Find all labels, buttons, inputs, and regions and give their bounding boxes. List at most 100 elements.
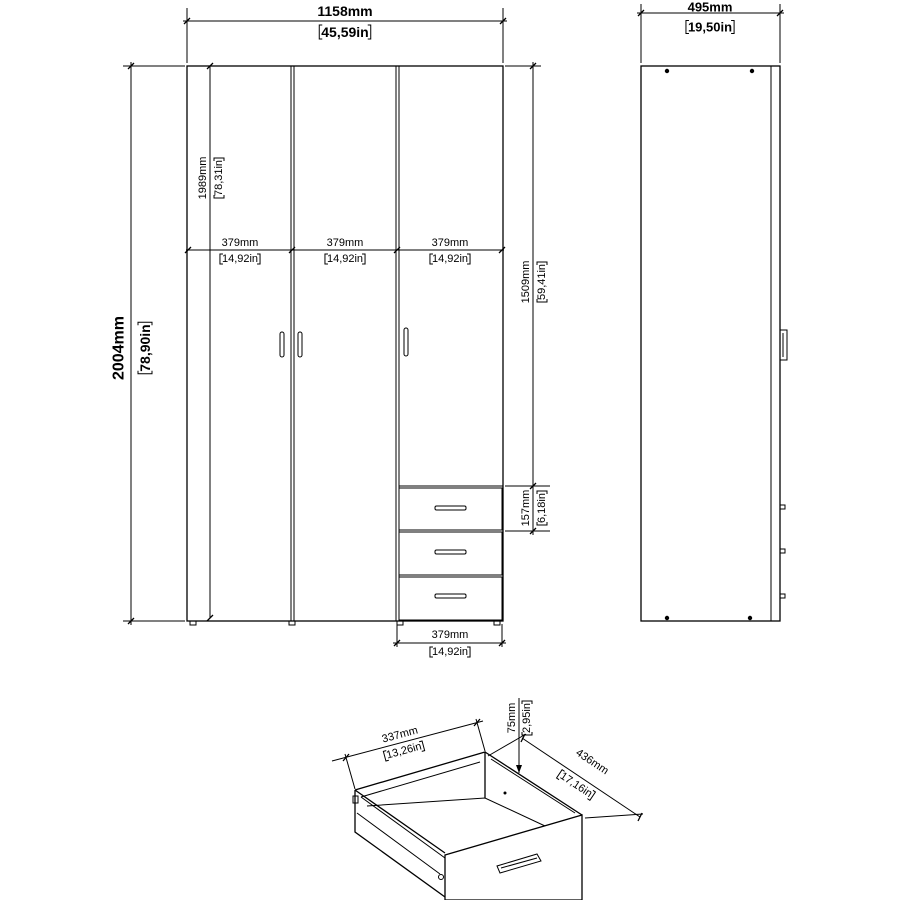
overall-width-mm-label: 1158mm [317,3,372,19]
door-handle [403,327,409,357]
door-handle [297,331,303,358]
drawer-bottom-edge [366,797,561,834]
drawer-depth-mm-label: 436mm [573,747,610,777]
drawer-handle [434,505,467,511]
drawer-back-inner-edge [360,761,481,798]
drawer-back-panel [354,751,486,798]
side-view [640,65,788,622]
overall-height-inch-label: 78,90in [137,324,153,371]
dimension-tick [183,17,507,25]
dimension-tick [206,62,214,622]
door-width-mm-label: 379mm [222,237,259,249]
inch-bracket [137,321,153,375]
drawer-perspective [352,751,583,900]
door-width-inch-label: 14,92in [432,253,468,265]
door-width-inch-label: 14,92in [327,253,363,265]
dimension-arrow [516,765,522,773]
inch-bracket [213,157,225,199]
dimension-tick [127,62,135,625]
dimension-tick [184,246,506,254]
overall-width-inch-label: 45,59in [321,24,368,40]
door-section-height-mm-label: 1509mm [520,261,532,304]
drawer-handle [496,853,542,874]
inch-bracket [685,20,735,34]
dimension-right-heights: 1509mm 59,41in 157mm 6,18in [505,62,550,535]
dimension-tick [520,733,643,822]
drawer-handle-side [779,504,786,510]
cam-fitting [664,68,670,74]
extension-line [487,733,644,819]
drawer-height-mm-label: 75mm [506,703,518,734]
wardrobe-side-outline [640,65,781,622]
drawer-front [398,531,503,576]
door-height-inch-label: 78,31in [213,160,225,196]
drawer-front-panel [444,814,583,900]
drawer-handle-side [779,548,786,554]
door-width-inch-label: 14,92in [222,253,258,265]
inch-bracket [318,24,372,40]
inch-bracket [382,740,426,762]
inch-bracket [555,768,597,802]
drawer-front-height-mm-label: 157mm [520,490,532,527]
wardrobe-foot [396,620,404,626]
inch-bracket [521,700,533,736]
dimension-drawer-width: 337mm 13,26in [331,718,486,790]
door-width-mm-label: 379mm [432,237,469,249]
wardrobe-foot [189,620,197,626]
front-view [186,65,504,626]
extension-line [123,65,185,622]
depth-mm-label: 495mm [688,0,733,15]
inch-bracket [536,490,548,526]
depth-inch-label: 19,50in [688,20,732,35]
door-height-mm-label: 1989mm [197,157,209,200]
cam-fitting [747,615,753,621]
dimension-door-widths: 379mm 14,92in 379mm 14,92in 379mm 14,92i… [184,237,506,265]
dimension-door-height: 1989mm 78,31in [197,62,225,622]
drawer-left-side-inner [360,796,446,859]
drawer-handle-side [779,593,786,599]
drawer-handle [434,549,467,555]
dimension-tick [342,718,481,762]
drawer-right-side [484,751,583,816]
wardrobe-front-outline [186,65,504,622]
dimension-tick [637,9,784,17]
dimension-drawer-depth: 436mm 17,16in [487,733,644,822]
dimension-tick [393,639,506,647]
dimension-line [331,720,484,762]
drawer-front-width-inch-label: 14,92in [432,646,468,658]
cam-fitting [664,615,670,621]
inch-bracket [536,261,548,303]
overall-height-mm-label: 2004mm [111,316,128,380]
door-section-height-inch-label: 59,41in [536,264,548,300]
door-handle [279,331,285,358]
drawer-handle [434,593,467,599]
wardrobe-foot [288,620,296,626]
drawer-front [398,576,503,621]
drawer-left-side [354,789,446,898]
extension-line [505,65,550,532]
wardrobe-foot [493,620,501,626]
drawer-runner-wheel [438,874,444,880]
dimension-tick [529,62,537,535]
extension-line [186,8,504,63]
cam-fitting [749,68,755,74]
drawer-runner [356,812,441,875]
inch-bracket [429,253,471,265]
drawer-height-inch-label: 2,95in [521,703,533,733]
dimension-overall-height: 2004mm 78,90in [111,62,185,625]
inch-bracket [429,646,471,658]
extension-line [344,718,486,790]
drawer-front-height-inch-label: 6,18in [536,493,548,523]
inch-bracket [324,253,366,265]
dimension-drawer-height: 75mm 2,95in [506,698,533,773]
drawer-hole [503,791,507,795]
dimension-overall-width: 1158mm 45,59in [183,3,507,63]
drawer-right-side-inner [490,758,576,814]
drawer-front [398,487,503,531]
drawer-front-width-mm-label: 379mm [432,629,469,641]
drawer-runner-end [352,795,359,804]
dimension-depth: 495mm 19,50in [637,0,784,63]
inch-bracket [219,253,261,265]
dimension-line [521,737,641,818]
